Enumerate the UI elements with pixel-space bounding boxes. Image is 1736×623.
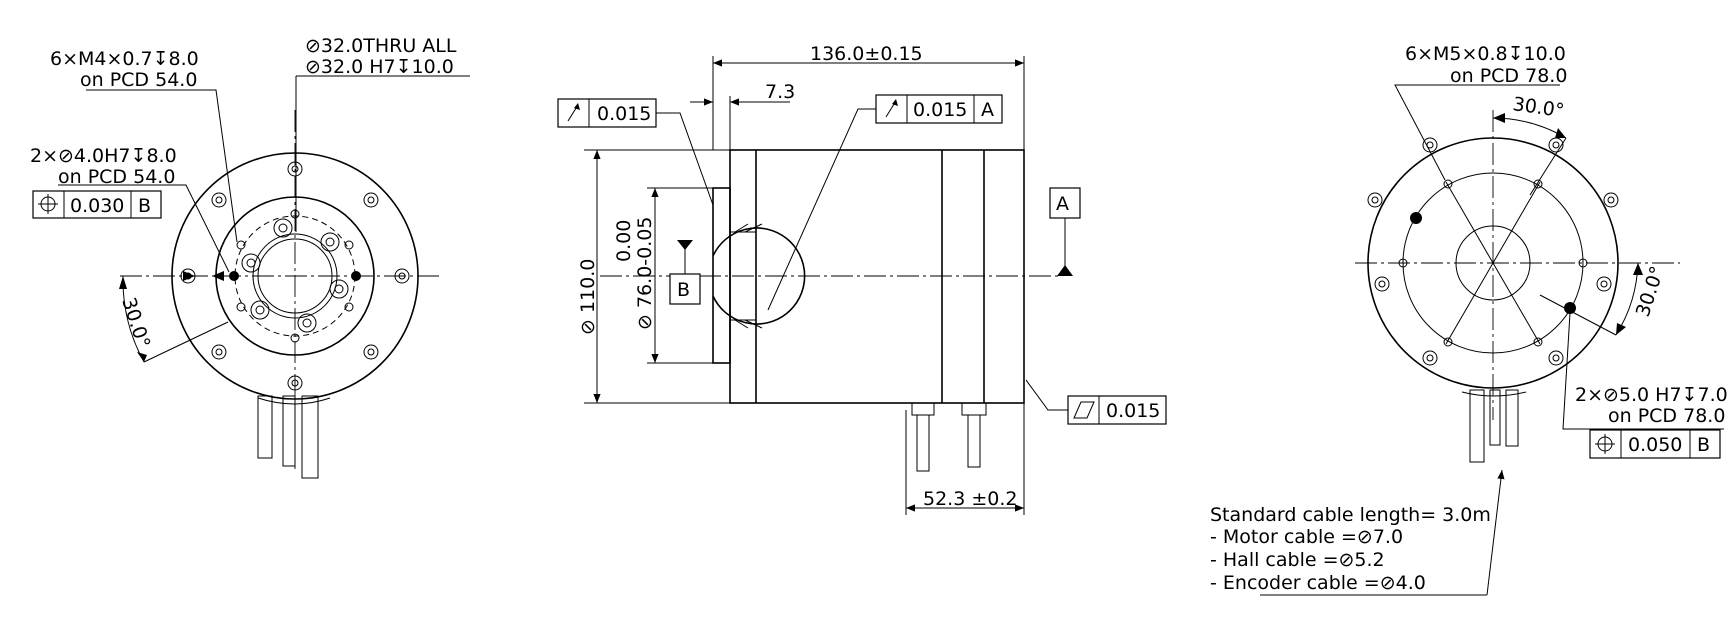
outer-bolt-holes [180, 161, 410, 391]
dia-76-upper-tol: 0.00 [613, 220, 635, 262]
cable-note-line-4: - Encoder cable =⊘4.0 [1210, 572, 1426, 594]
right-pin-pcd: on PCD 78.0 [1608, 405, 1725, 427]
length-dim: 136.0±0.15 [810, 43, 923, 65]
cable-note: Standard cable length= 3.0m - Motor cabl… [1210, 469, 1505, 596]
left-bore-note-2: ⊘32.0 H7↧10.0 [305, 56, 454, 78]
hatch [734, 223, 763, 329]
left-angle: 30.0° [117, 295, 154, 351]
cable-note-line-2: - Motor cable =⊘7.0 [1210, 526, 1403, 548]
runout-2-value: 0.015 [913, 99, 967, 121]
datum-a-label: A [1056, 193, 1069, 215]
flatness-icon [1073, 401, 1095, 419]
left-pin-pcd: on PCD 54.0 [58, 166, 175, 188]
right-bolt-holes [1367, 137, 1619, 366]
datum-b-label: B [677, 279, 690, 301]
runout-2-datum: A [981, 99, 994, 121]
flatness-value: 0.015 [1106, 400, 1160, 422]
runout-frame-1 [557, 98, 657, 128]
flange-dim: 7.3 [765, 81, 795, 103]
left-thread-pcd: on PCD 54.0 [80, 69, 197, 91]
side-view: 0.015 0.015 A 0.015 A B 136.0±0.15 7.3 5… [557, 43, 1167, 515]
runout-1-value: 0.015 [597, 103, 651, 125]
cable-note-line-1: Standard cable length= 3.0m [1210, 504, 1491, 526]
right-thread-pcd: on PCD 78.0 [1450, 65, 1567, 87]
runout-frame-2 [875, 94, 1003, 124]
left-position-datum: B [138, 195, 151, 217]
left-pin-note: 2×⊘4.0H7↧8.0 [30, 145, 177, 167]
dim-52: 52.3 ±0.2 [923, 488, 1017, 510]
left-thread-note: 6×M4×0.7↧8.0 [50, 48, 199, 70]
left-front-view: 0.030 B 6×M4×0.7↧8.0 on PCD 54.0 ⊘32.0TH… [30, 35, 470, 479]
right-pin-note: 2×⊘5.0 H7↧7.0 [1575, 384, 1728, 406]
cable-note-line-3: - Hall cable =⊘5.2 [1210, 549, 1385, 571]
right-position-tol: 0.050 [1628, 434, 1682, 456]
right-position-datum: B [1697, 434, 1710, 456]
inner-holes [229, 209, 361, 343]
right-angle-top: 30.0° [1511, 93, 1565, 122]
left-bore-note-1: ⊘32.0THRU ALL [305, 35, 457, 57]
dia-76: ⊘ 76.0-0.05 [634, 217, 656, 330]
right-rear-view: 0.050 B 6×M5×0.8↧10.0 on PCD 78.0 30.0° … [1355, 43, 1728, 463]
left-cables [257, 395, 331, 479]
right-thread-note: 6×M5×0.8↧10.0 [1405, 43, 1566, 65]
flatness-frame [1067, 395, 1167, 425]
left-position-tol: 0.030 [70, 195, 124, 217]
right-cables [1461, 389, 1527, 463]
dia-110: ⊘ 110.0 [577, 259, 599, 335]
